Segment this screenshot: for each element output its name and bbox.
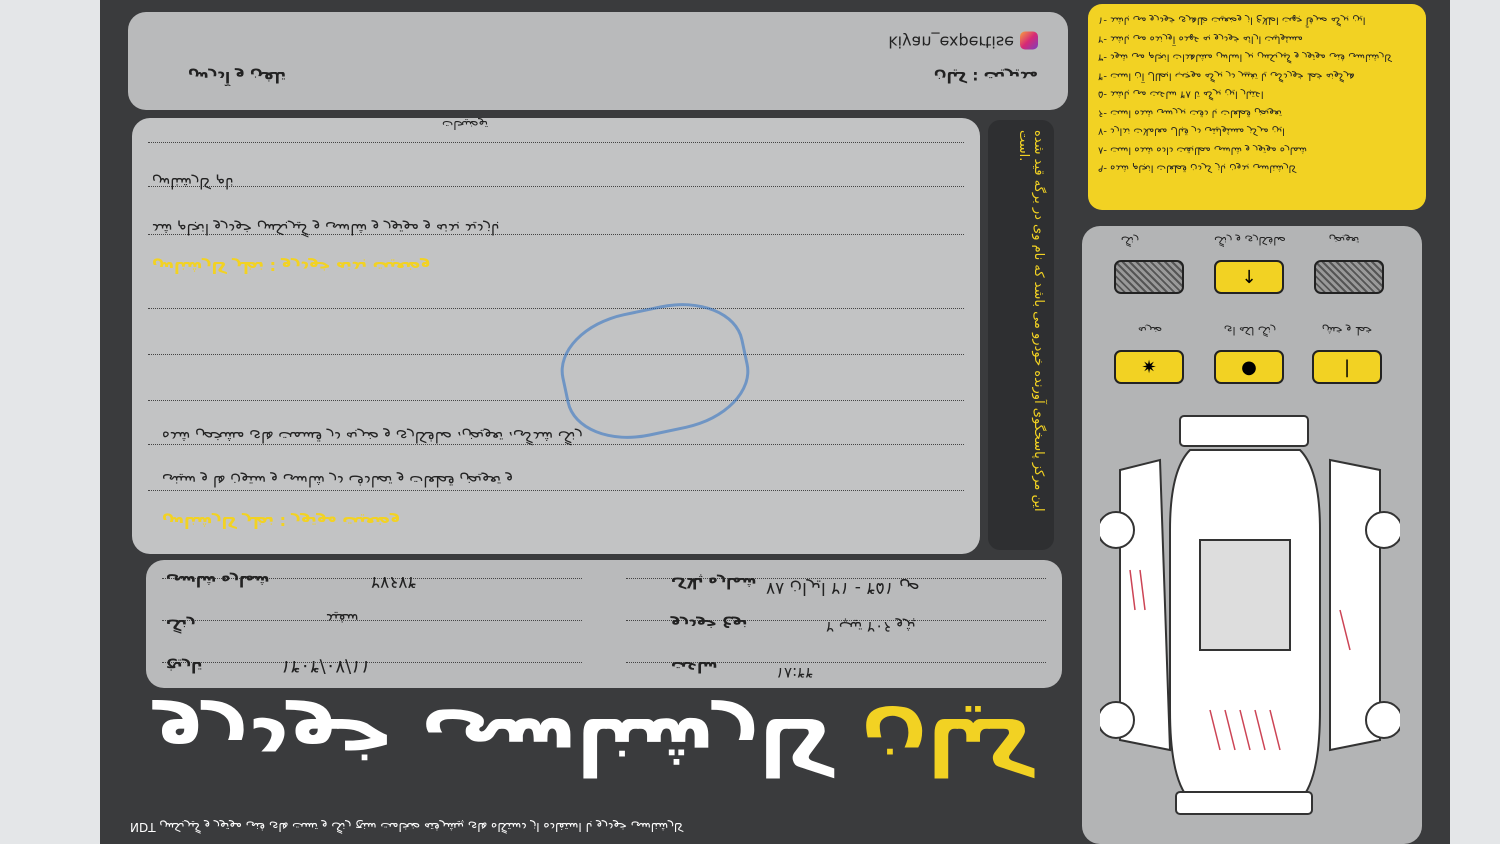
notes-line-2: بازدید بدنه و موتور و شاسی و گیربکس خودر… [152,220,500,238]
replaced-key-icon [1314,260,1384,294]
rules-box: ۱- این برگه صرفاً جهت اطلاع از وضعیت ظاه… [1088,4,1426,210]
paint-key-icon [1114,260,1184,294]
notes-line-4: و تعویض قطعات و تصادف در شاسی و ستون ها … [162,472,514,490]
brand-title-main: کارشناسی خودرو [155,700,835,790]
brand-title-accent: کیان [861,700,1035,790]
star-icon: ✷ [1114,350,1184,384]
manager-label: مدیریت : کیان [933,68,1038,86]
notes-panel: توضیحات نام کارشناس بازدید بدنه و موتور … [132,118,980,554]
legend-label: خط و خش [1321,324,1373,337]
instagram-text: kiyan_expertise [888,32,1014,52]
header-panel: kiyan_expertise مدیریت : کیان تلفن و آدر… [128,12,1068,110]
rule: ۶- تعویض قطعات با دقت بررسی شده است [1098,107,1282,118]
legend-label: صافکاری و رنگ [1214,234,1286,247]
date-label: تاریخ [166,658,203,676]
instagram-icon [1020,32,1038,50]
notes-title: توضیحات [442,118,489,132]
inspection-form: kiyan_expertise مدیریت : کیان تلفن و آدر… [100,0,1450,844]
date-value: ۱۴۰۴/۰۷/۱۱ [281,656,371,677]
legend-label: رنگ لکه ای [1223,324,1277,337]
rule: ۴- هرگونه خط خوردگی یا تغییر در برگه موج… [1098,70,1355,81]
car-diagram [1100,415,1400,815]
footer-text: NDT کارشناسی خودرو با استفاده از دستگاه … [130,820,684,834]
notes-line-1: نام کارشناس [152,174,234,192]
time-label: ساعت [671,658,718,676]
arrow-down-icon: ↓ [1214,260,1284,294]
rule: ۸- شماره موتور و شاسی مطابقت داده شده اس… [1098,144,1308,155]
notes-line-3: رنگ شدگی، تعویض، صافکاری و ضربه در قسمت … [162,428,583,446]
chassis-value: ۲۷۶۷۴ [371,572,417,592]
legend-label: تعویض [1328,234,1360,247]
model-value: پژو ۲۰۶ تیپ ۲ [826,618,916,636]
plate-value: ۷۸ ص ۴۵۱ - ۲۱ ایران [766,578,920,598]
legend-label: ضربه [1137,324,1163,337]
chassis-label: شماره شاسی [166,572,270,590]
model-label: نوع خودرو [671,616,748,634]
rule: ۳- کارشناسی فنی موتور و گیربکس بر اساس م… [1098,51,1393,63]
scratch-line-icon: | [1312,350,1382,384]
vehicle-info-panel: شماره پلاک ۷۸ ص ۴۵۱ - ۲۱ ایران نوع خودرو… [146,560,1062,688]
color-label: رنگ [166,616,196,634]
contact-label: تلفن و آدرس [188,68,286,86]
rule: ۵- اعتبار این برگه تا ۴۸ ساعت می باشد [1098,88,1264,100]
rule: ۷- این مرکز مسئولیتی در قبال معاملات ندا… [1098,125,1285,137]
brand-title: کارشناسی خودرو کیان [130,700,1060,810]
rule: ۱- این برگه صرفاً جهت اطلاع از وضعیت ظاه… [1098,14,1366,26]
rule: ۹- کارشناسی بدون باز کردن قطعات انجام شد… [1098,162,1297,174]
time-value: ۱۸:۴۴ [776,664,814,682]
color-value: سفید [326,610,359,628]
notes-highlight-2: وضعیت موتور : نظر کارشناس [162,513,401,532]
instagram-handle: kiyan_expertise [888,32,1038,52]
plate-label: شماره پلاک [671,574,757,592]
rule: ۲- مسئولیت ارائه خودرو به عهده آورنده می… [1098,33,1303,44]
dot-icon: ● [1214,350,1284,384]
notes-highlight-1: وضعیت بدنه خودرو : نظر کارشناس [152,258,431,277]
legend-label: رنگ [1120,234,1140,247]
side-note: این مرکز پاسخگوی آورنده خودرو می باشد که… [988,120,1054,550]
